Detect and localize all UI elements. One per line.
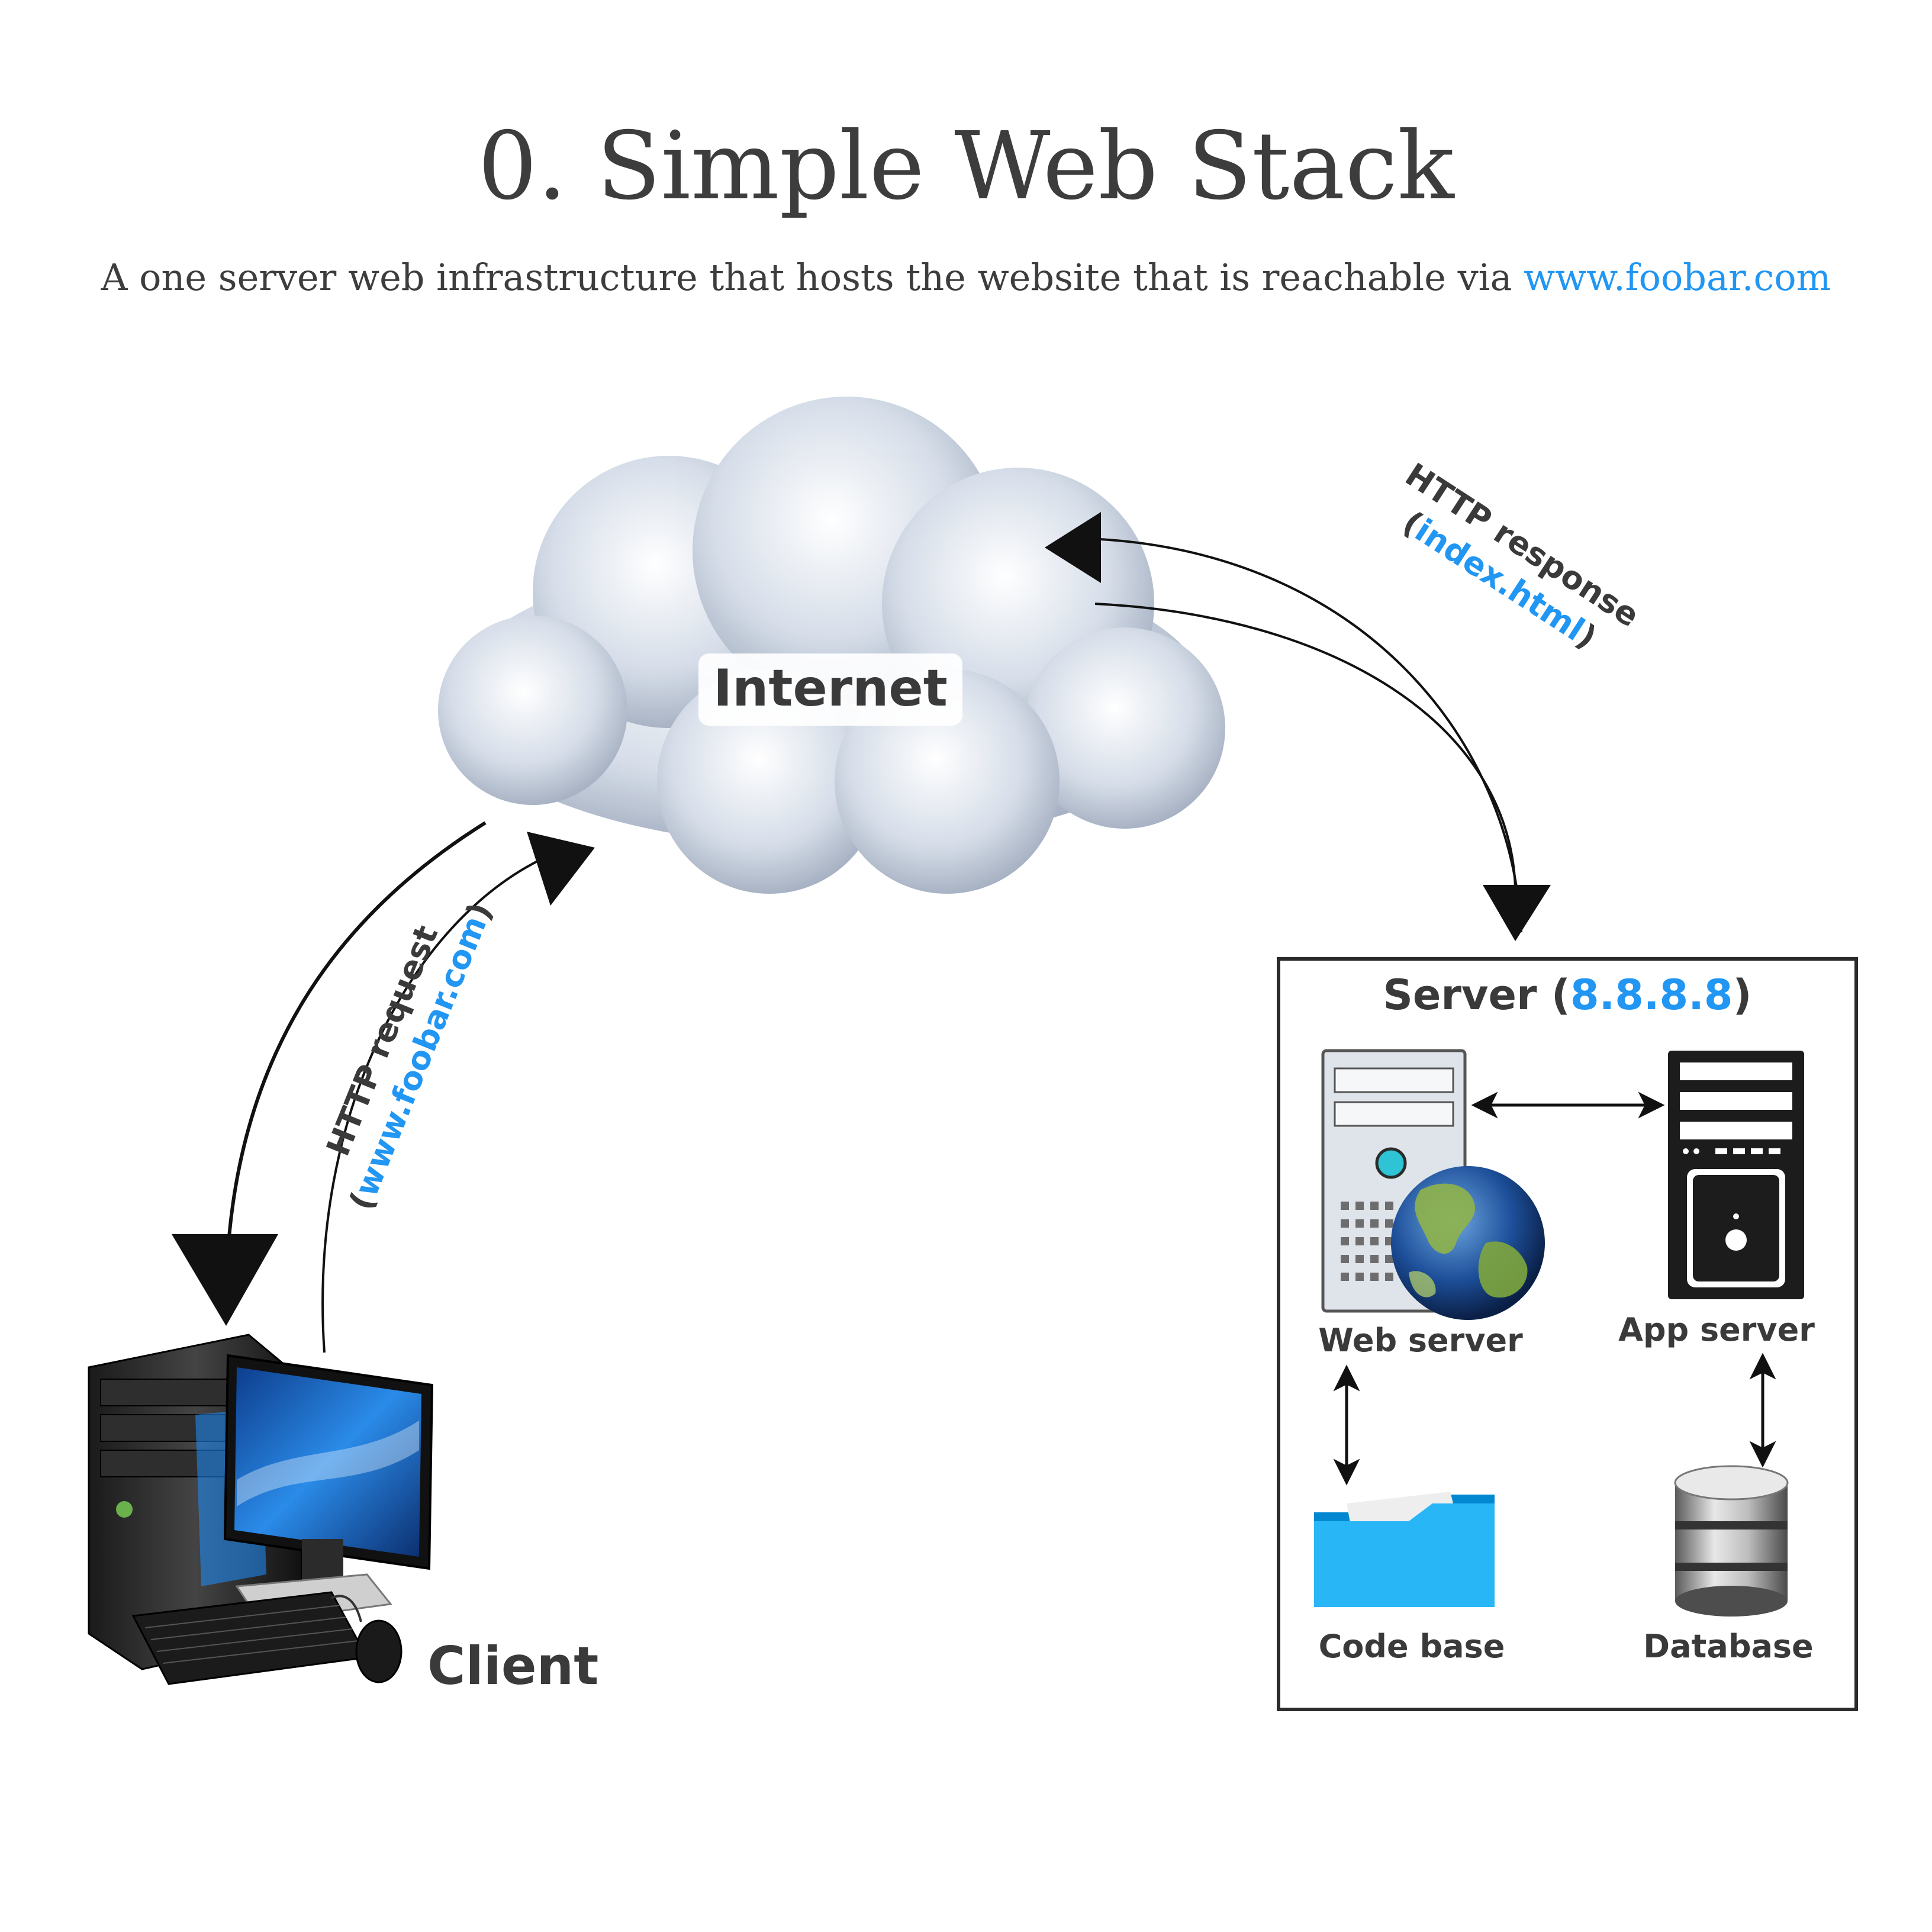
app-server-icon [1668, 1051, 1804, 1299]
response-to-client-arrow [224, 821, 487, 1309]
app-server-label: App server [1618, 1311, 1815, 1348]
request-to-internet-arrow [321, 851, 557, 1353]
internet-to-server-arrow [1094, 603, 1516, 888]
code-base-label: Code base [1319, 1628, 1505, 1665]
client-computer-icon [88, 1334, 434, 1685]
page-title: 0. Simple Web Stack [478, 112, 1455, 221]
internet-label: Internet [713, 659, 948, 718]
folder-icon [1314, 1492, 1495, 1607]
http-request-label: HTTP request (www.foobar.com) [319, 897, 499, 1215]
server-title: Server (8.8.8.8) [1383, 971, 1751, 1019]
internet-response-arrowhead [1045, 512, 1101, 583]
client-label: Client [427, 1635, 598, 1696]
internet-cloud: Internet [438, 397, 1225, 894]
database-icon [1674, 1465, 1789, 1617]
client-arrowhead [172, 1234, 278, 1326]
server-response-arrow [1089, 537, 1522, 933]
server-arrowhead [1483, 885, 1551, 941]
internet-label-box [698, 653, 962, 726]
server-ip: 8.8.8.8 [1570, 971, 1733, 1019]
subtitle-link[interactable]: www.foobar.com [1524, 256, 1831, 299]
page-subtitle: A one server web infrastructure that hos… [101, 256, 1831, 299]
database-label: Database [1643, 1628, 1813, 1665]
http-response-label: HTTP response (index.html) [1396, 456, 1646, 656]
globe-icon [1391, 1166, 1545, 1320]
web-server-label: Web server [1318, 1322, 1523, 1359]
subtitle-text: A one server web infrastructure that hos… [101, 256, 1524, 299]
internet-request-arrowhead [527, 832, 595, 906]
